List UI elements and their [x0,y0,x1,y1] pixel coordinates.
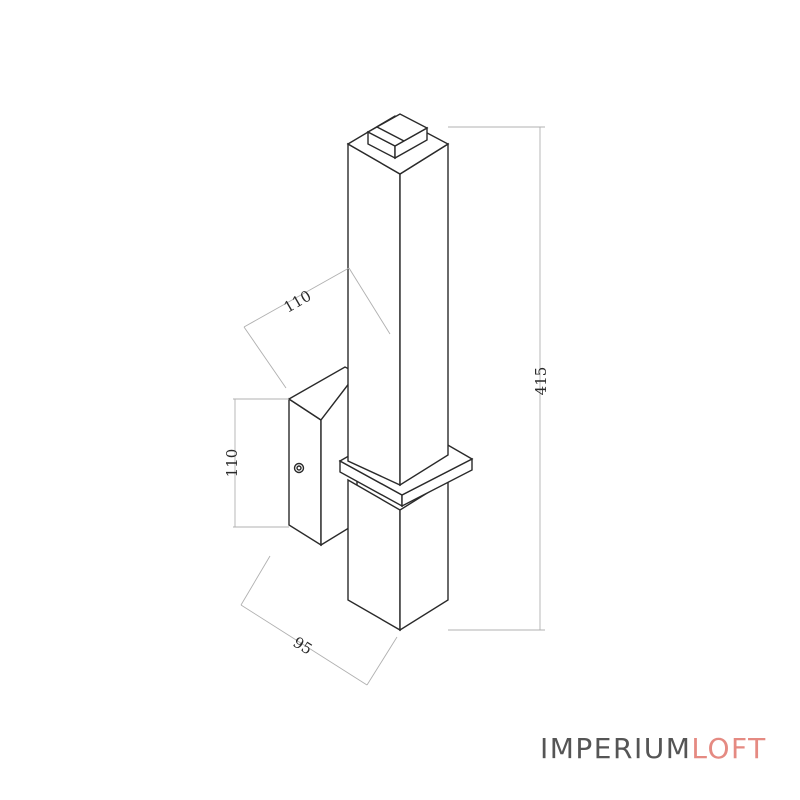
upper-column [346,115,450,487]
dimension-label-base-height: 110 [223,449,241,478]
top-cap [366,113,429,160]
dimension-base-height: 110 [223,398,289,528]
wall-mount-plate [287,366,359,547]
brand-logo-part1: IMPERIUM [540,732,692,765]
dimension-label-height: 415 [532,367,550,396]
lower-column [347,478,449,632]
dimension-label-arm: 110 [281,287,315,317]
dimension-height-total: 415 [448,126,550,631]
brand-logo: IMPERIUMLOFT [540,732,767,765]
dimension-label-base-width: 95 [290,633,316,658]
brand-logo-part2: LOFT [691,732,767,765]
mount-screw-icon [293,462,305,474]
